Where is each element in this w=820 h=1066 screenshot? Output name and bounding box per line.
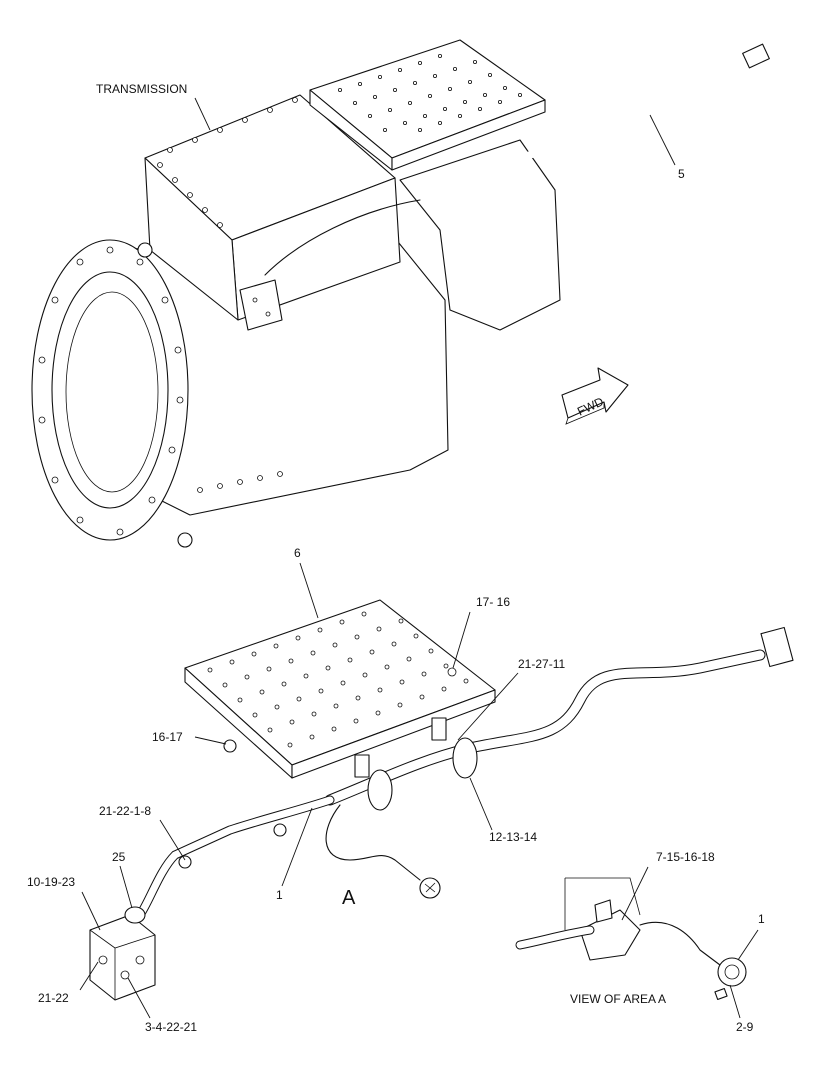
leader-10-19-23	[81, 891, 101, 931]
leader-2-9	[729, 984, 741, 1019]
leader-1-right	[737, 929, 759, 961]
leader-25	[119, 865, 133, 909]
label-17-16: 17- 16	[476, 595, 510, 609]
label-5: 5	[678, 167, 685, 181]
label-1-right: 1	[758, 912, 765, 926]
label-2-9: 2-9	[736, 1020, 754, 1034]
label-25: 25	[112, 850, 126, 864]
label-10-19-23: 10-19-23	[27, 875, 75, 889]
top-connector	[742, 43, 770, 69]
side-bracket	[239, 279, 283, 331]
view-bracket	[579, 909, 641, 961]
shield-bolt-left	[223, 739, 237, 753]
shield-6-holes	[207, 611, 469, 748]
leader-6	[299, 562, 319, 619]
fwd-arrow: FWD	[561, 367, 629, 425]
view-sensor	[717, 957, 747, 987]
cover-bolts	[157, 97, 298, 228]
view-area-a	[515, 877, 747, 1001]
label-area-a: A	[342, 887, 356, 909]
label-21-22-1-8: 21-22-1-8	[99, 804, 151, 818]
shield-bolt	[447, 667, 457, 677]
label-1: 1	[276, 888, 283, 902]
barrel-bolts	[197, 471, 283, 493]
top-shield-holes	[337, 54, 523, 132]
leader-7-15-16-18	[621, 866, 649, 921]
label-7-15-16-18: 7-15-16-18	[656, 850, 715, 864]
label-3-4-22-21: 3-4-22-21	[145, 1020, 197, 1034]
clamp-2	[452, 737, 478, 779]
leader-1	[281, 807, 313, 887]
post-2	[431, 717, 447, 741]
leader-21-22	[79, 961, 99, 991]
label-16-17: 16-17	[152, 730, 183, 744]
label-21-27-11: 21-27-11	[518, 657, 565, 671]
clamp-1	[367, 769, 393, 811]
leader-5	[649, 114, 676, 166]
view-frame	[565, 877, 641, 916]
label-21-22: 21-22	[38, 991, 69, 1005]
label-view-of-area-a: VIEW OF AREA A	[570, 992, 666, 1006]
flange-bolts	[38, 246, 184, 536]
leader-3-4-22-21	[127, 977, 151, 1019]
harness-detail	[89, 599, 794, 1001]
leader-16-17	[194, 736, 227, 745]
leader-21-27-11	[457, 672, 519, 741]
label-12-13-14: 12-13-14	[489, 830, 537, 844]
label-transmission: TRANSMISSION	[96, 82, 187, 96]
sensor-wire	[325, 804, 421, 881]
label-6: 6	[294, 546, 301, 560]
post-1	[354, 754, 370, 778]
elbow-25	[124, 906, 146, 924]
leader-21-22-1-8	[159, 819, 186, 861]
leader-17-16	[452, 611, 471, 669]
harness-connector	[760, 626, 794, 668]
leader-12-13-14	[469, 777, 493, 831]
transmission-assembly	[31, 39, 770, 548]
view-wire	[639, 921, 721, 966]
leader-transmission	[194, 97, 211, 131]
